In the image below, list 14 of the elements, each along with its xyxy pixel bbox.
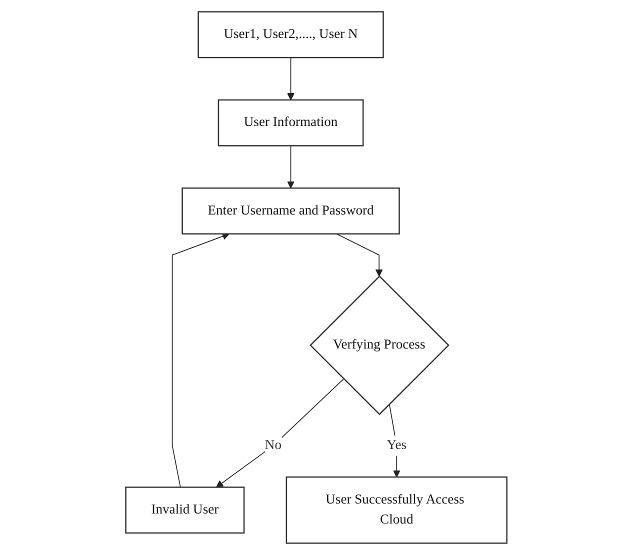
arrow [389, 404, 401, 478]
node-box: User1, User2,...., User N [198, 11, 384, 58]
edge-label: Yes [386, 438, 407, 452]
arrow [336, 233, 383, 277]
arrow [287, 57, 295, 100]
arrow [216, 378, 344, 488]
node-diamond: Verfying Process [310, 275, 450, 416]
node-box: User Information [218, 99, 364, 146]
node-box: Invalid User [125, 486, 245, 534]
arrow [172, 232, 230, 488]
node-box: Enter Username and Password [182, 187, 400, 235]
arrow [287, 145, 295, 188]
node-box: User Successfully Access Cloud [286, 476, 508, 544]
edge-label: No [265, 438, 282, 452]
